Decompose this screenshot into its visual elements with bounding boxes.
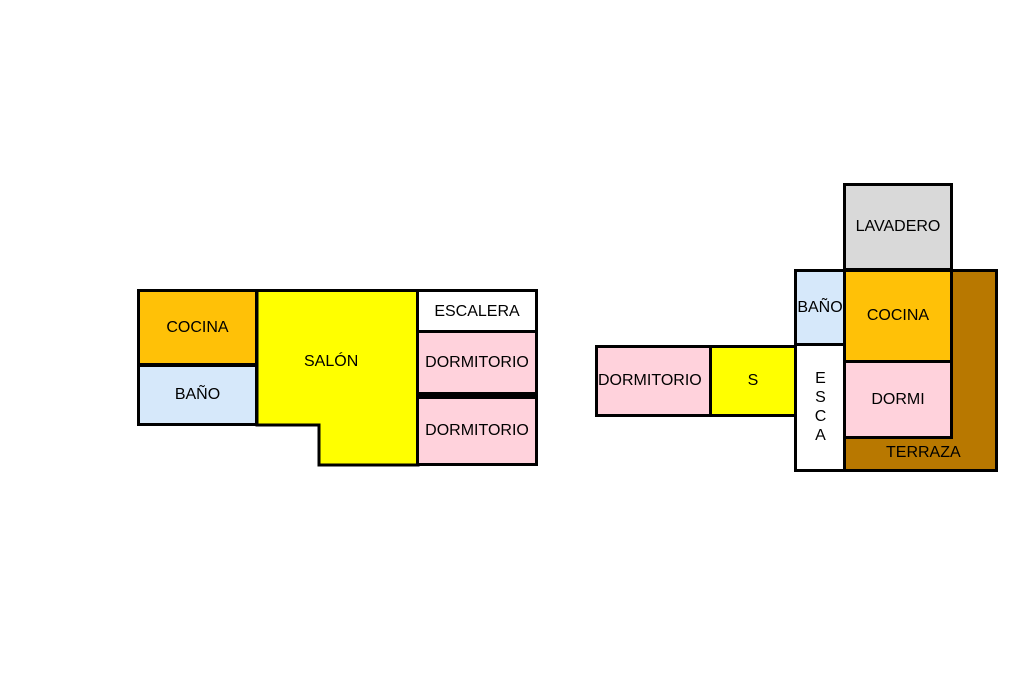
room-dormitorio-2: DORMITORIO	[416, 394, 538, 466]
room-s: S	[709, 345, 797, 417]
room-esca: ESCA	[794, 343, 846, 472]
room-s-label: S	[747, 372, 759, 389]
room-salon-label: SALÓN	[304, 353, 359, 370]
room-cocina: COCINA	[137, 289, 258, 366]
room-cocina-label: COCINA	[866, 307, 930, 324]
room-dormitorio-1: DORMITORIO	[416, 330, 538, 395]
room-lavadero: LAVADERO	[843, 183, 953, 271]
room-salon	[255, 289, 420, 467]
room-cocina-label: COCINA	[166, 318, 229, 336]
room-escalera: ESCALERA	[416, 289, 538, 334]
room-escalera-label: ESCALERA	[434, 302, 520, 320]
room-lavadero-label: LAVADERO	[855, 218, 941, 235]
room-dormitorio-label: DORMITORIO	[598, 372, 702, 389]
room-bano-label: BAÑO	[797, 299, 843, 316]
room-dormi-label: DORMI	[871, 390, 925, 408]
room-dormi: DORMI	[843, 360, 953, 439]
room-esca-label: ESCA	[812, 369, 829, 446]
room-bano-label: BAÑO	[174, 386, 221, 403]
room-cocina: COCINA	[843, 269, 953, 363]
room-bano: BAÑO	[137, 364, 258, 426]
room-dormitorio: DORMITORIO	[595, 345, 712, 417]
room-dormitorio-2-label: DORMITORIO	[425, 422, 529, 439]
room-terraza-label: TERRAZA	[886, 444, 961, 461]
room-dormitorio-1-label: DORMITORIO	[425, 353, 529, 371]
room-bano: BAÑO	[794, 269, 846, 347]
room-salon-shape	[255, 289, 420, 467]
